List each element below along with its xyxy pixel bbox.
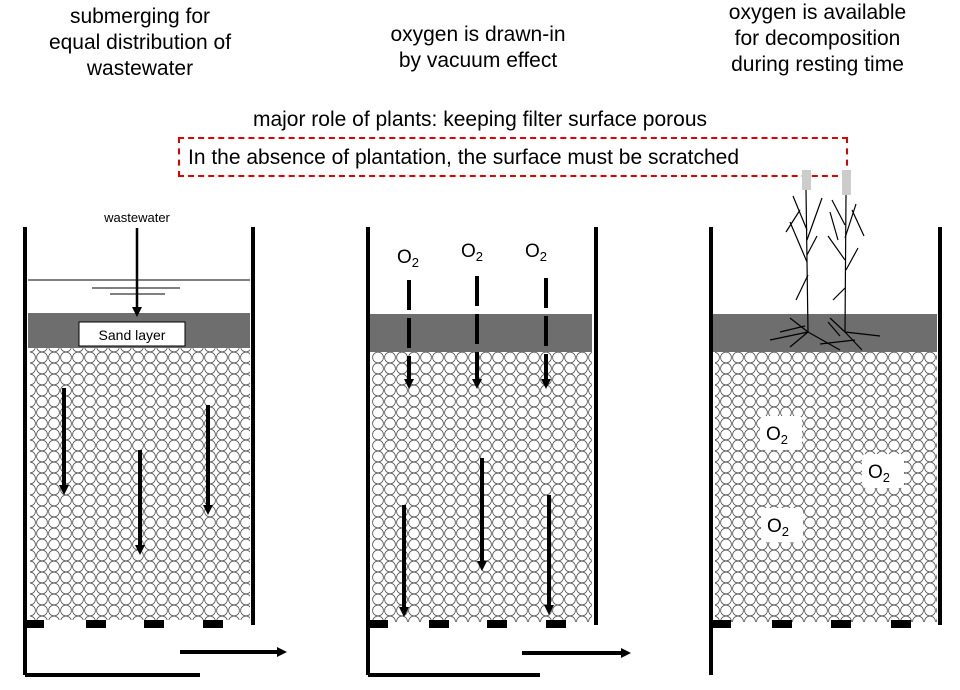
sand-layer-label: Sand layer [99, 327, 166, 343]
drain-block [429, 620, 449, 628]
absence-note-box: In the absence of plantation, the surfac… [178, 137, 848, 177]
drain-block [370, 620, 388, 628]
stage3-gravel-bed [715, 352, 937, 622]
oxygen-symbol: O [397, 247, 412, 268]
stage2-caption-line: by vacuum effect [398, 49, 558, 72]
oxygen-subscript: 2 [883, 470, 890, 485]
stage3-caption-line: during resting time [731, 53, 904, 76]
reed-plant-icon [769, 170, 881, 351]
oxygen-subscript: 2 [412, 255, 419, 270]
svg-text:O2: O2 [868, 462, 890, 485]
major-role-text: major role of plants: keeping filter sur… [252, 108, 708, 131]
oxygen-pocket: O2 [761, 508, 803, 542]
oxygen-symbol: O [868, 462, 883, 483]
svg-text:O2: O2 [461, 241, 483, 264]
drain-block [86, 620, 106, 628]
stage1-caption-line: equal distribution of [48, 31, 232, 54]
oxygen-subscript: 2 [540, 249, 547, 264]
stage2-caption: oxygen is drawn-in by vacuum effect [358, 22, 598, 74]
oxygen-symbol: O [767, 516, 782, 537]
wastewater-label: wastewater [103, 210, 170, 225]
stage1-caption: submerging for equal distribution of was… [35, 4, 245, 82]
stage3-caption: oxygen is available for decomposition du… [700, 0, 935, 78]
drain-block [772, 620, 792, 628]
drain-block [487, 620, 507, 628]
svg-text:O2: O2 [397, 247, 419, 270]
stage2-caption-line: oxygen is drawn-in [390, 23, 566, 46]
oxygen-label: O2 [525, 241, 547, 264]
drain-block [26, 620, 44, 628]
oxygen-symbol: O [525, 241, 540, 262]
stage2-tank: O2 O2 O2 [366, 227, 631, 677]
stage2-sand-layer [370, 314, 592, 352]
oxygen-label: O2 [397, 247, 419, 270]
oxygen-subscript: 2 [781, 432, 788, 447]
oxygen-symbol: O [461, 241, 476, 262]
oxygen-pocket: O2 [862, 454, 904, 488]
drain-block [831, 620, 851, 628]
drain-block [203, 620, 223, 628]
stage1-tank: wastewater Sand layer [23, 210, 287, 677]
drain-block [891, 620, 911, 628]
drain-block [144, 620, 164, 628]
stage3-caption-line: for decomposition [734, 27, 901, 50]
stage1-caption-line: submerging for [69, 5, 211, 28]
oxygen-symbol: O [766, 424, 781, 445]
svg-text:O2: O2 [766, 424, 788, 447]
sand-layer-label-box [78, 321, 186, 347]
oxygen-subscript: 2 [476, 249, 483, 264]
oxygen-pocket: O2 [760, 416, 802, 450]
svg-text:O2: O2 [767, 516, 789, 539]
svg-text:O2: O2 [525, 241, 547, 264]
stage3-caption-line: oxygen is available [728, 1, 907, 24]
drain-block [713, 620, 731, 628]
drain-block [546, 620, 566, 628]
stage1-caption-line: wastewater [86, 57, 194, 80]
stage3-tank: O2 O2 O2 [709, 170, 942, 675]
stage3-sand-layer [713, 314, 937, 352]
oxygen-subscript: 2 [782, 524, 789, 539]
oxygen-label: O2 [461, 241, 483, 264]
absence-note-text: In the absence of plantation, the surfac… [188, 146, 740, 169]
